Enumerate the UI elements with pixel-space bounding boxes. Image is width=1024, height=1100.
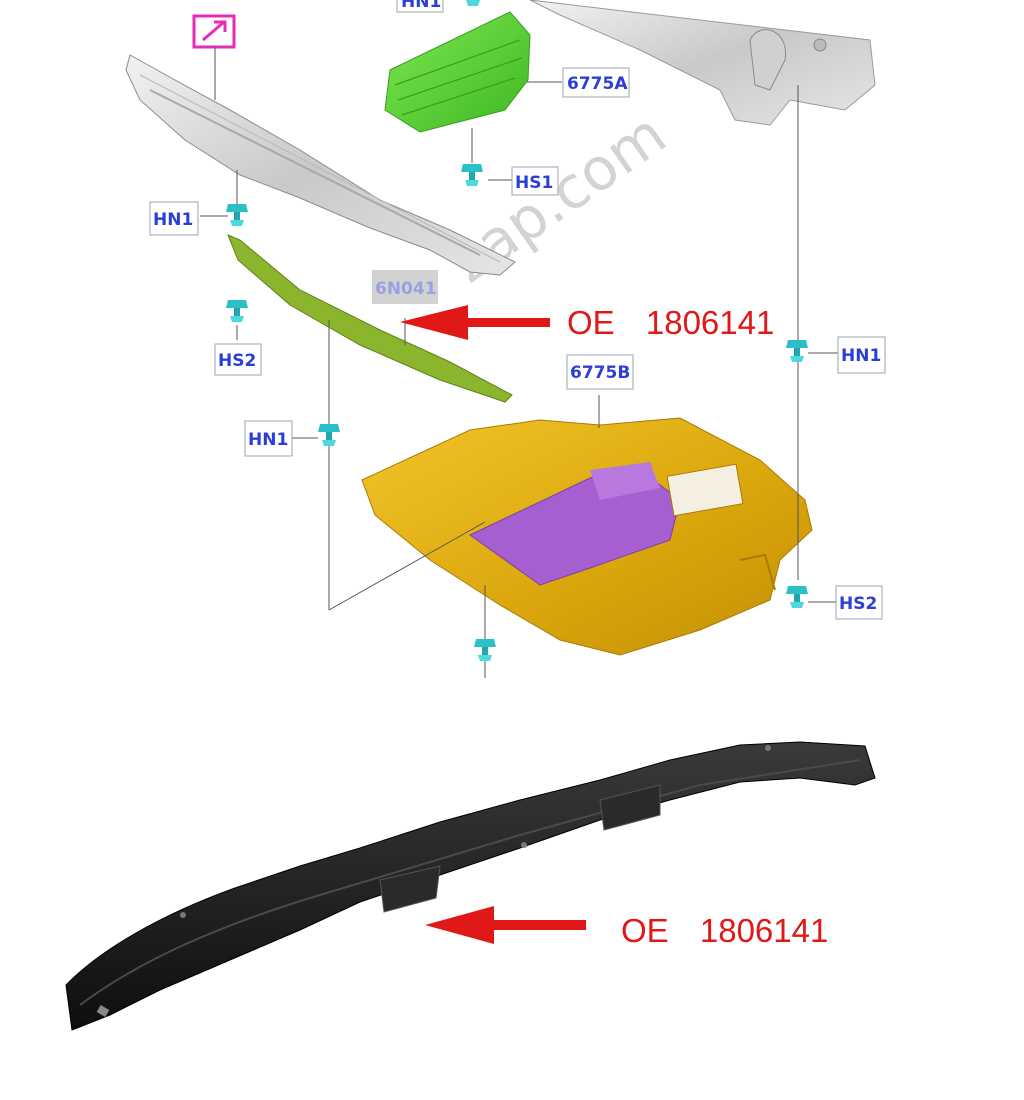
deflector-6n041-part xyxy=(227,234,513,403)
callout-hn1-top[interactable]: HN1 xyxy=(396,0,444,13)
svg-text:HN1: HN1 xyxy=(401,0,441,12)
clip-hn1-mid xyxy=(318,424,340,446)
callout-hs2-left[interactable]: HS2 xyxy=(214,343,262,376)
product-photo-deflector xyxy=(65,741,876,1031)
clip-hn1-right xyxy=(786,340,808,362)
oe-bottom-prefix: OE xyxy=(621,912,669,949)
oe-top-number: 1806141 xyxy=(646,304,774,341)
callout-hn1-mid[interactable]: HN1 xyxy=(244,420,293,457)
svg-text:HN1: HN1 xyxy=(248,430,288,450)
svg-text:HN1: HN1 xyxy=(153,210,193,230)
splash-shield-part xyxy=(125,54,516,276)
shield-6775a-part xyxy=(384,11,531,133)
oe-arrow-bottom xyxy=(425,906,586,944)
clip-hn1-left xyxy=(226,204,248,226)
reference-arrow-icon[interactable] xyxy=(192,14,236,49)
svg-text:6775B: 6775B xyxy=(570,363,630,383)
clip-hs2-left xyxy=(226,300,248,322)
clip-bottom xyxy=(474,639,496,661)
callout-6n041[interactable]: 6N041 xyxy=(372,270,438,304)
crossmember-part xyxy=(529,0,876,126)
oe-label-bottom: OE 1806141 xyxy=(621,912,828,949)
oe-bottom-number: 1806141 xyxy=(700,912,828,949)
svg-text:6775A: 6775A xyxy=(567,74,628,94)
oe-label-top: OE 1806141 xyxy=(567,304,774,341)
oe-top-prefix: OE xyxy=(567,304,615,341)
svg-text:HN1: HN1 xyxy=(841,346,881,366)
callout-hs1[interactable]: HS1 xyxy=(511,166,559,196)
svg-text:6N041: 6N041 xyxy=(375,279,437,299)
svg-text:HS2: HS2 xyxy=(218,351,256,371)
callout-6775a[interactable]: 6775A xyxy=(562,67,630,98)
clip-hs2-right xyxy=(786,586,808,608)
clip-hn1-top xyxy=(462,0,484,6)
svg-text:HS1: HS1 xyxy=(515,173,553,193)
callout-hn1-left[interactable]: HN1 xyxy=(149,201,199,236)
callout-hn1-right[interactable]: HN1 xyxy=(837,336,886,374)
svg-text:HS2: HS2 xyxy=(839,594,877,614)
callout-6775b[interactable]: 6775B xyxy=(566,354,634,390)
undertray-6775b-part xyxy=(361,417,813,656)
clip-hs1 xyxy=(461,164,483,186)
callout-hs2-right[interactable]: HS2 xyxy=(835,585,883,620)
oe-arrow-top xyxy=(400,305,550,340)
